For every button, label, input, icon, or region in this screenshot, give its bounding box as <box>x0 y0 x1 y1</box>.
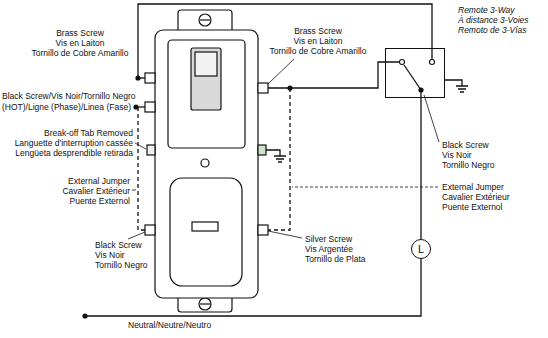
ground-symbol <box>274 156 286 162</box>
center-screw <box>201 159 209 167</box>
external-jumper <box>138 107 145 230</box>
remote-switch-box: Remote 3-WayÀ distance 3-VoiesRemoto de … <box>385 48 445 98</box>
receptacle-face <box>170 178 242 286</box>
callout-label: Tornillo Negro <box>95 260 147 270</box>
mount-screw <box>199 14 211 26</box>
dot <box>82 313 87 318</box>
break-off-tab <box>147 145 155 155</box>
callout-label: Vis en Laiton <box>294 36 343 46</box>
dot <box>135 75 140 80</box>
callout-label: Languette d'interruption cassée <box>15 138 133 148</box>
terminal-ground <box>258 145 266 155</box>
leader <box>268 59 294 84</box>
callout-label: External Jumper <box>68 176 130 186</box>
callout-label: Black Screw <box>442 140 489 150</box>
dot <box>133 104 138 109</box>
screw-slot <box>200 303 210 304</box>
terminal-silver <box>258 225 268 235</box>
device <box>145 10 268 312</box>
switch-blade <box>404 65 421 90</box>
screw-slot <box>200 19 210 20</box>
leader <box>424 95 439 142</box>
leader <box>128 232 145 239</box>
dot <box>418 87 423 92</box>
switch-heading: Remote 3-Way <box>458 5 515 15</box>
wires <box>85 4 468 316</box>
lamp-symbol: L <box>411 239 431 259</box>
terminal-black <box>145 102 155 112</box>
switch-face <box>168 40 245 148</box>
toggle <box>191 48 221 110</box>
lamp-letter: L <box>418 243 424 255</box>
callout-label: Vis en Laiton <box>56 38 105 48</box>
ground-wire <box>266 150 280 156</box>
callout-label: Vis Noir <box>95 250 125 260</box>
callout-label: External Jumper <box>442 182 504 192</box>
contacts <box>400 60 435 65</box>
callout-label: Brass Screw <box>294 26 342 36</box>
ground-symbol <box>456 86 468 92</box>
callout-label: Tornillo de Cobre Amarillo <box>32 48 129 58</box>
switch-heading: Remoto de 3-Vías <box>458 25 527 35</box>
callout-label: Silver Screw <box>305 234 352 244</box>
callout-label: (HOT)/Ligne (Phase)/Linea (Fase) <box>2 102 131 112</box>
traveler-wire <box>138 4 432 78</box>
callout-label: Lengüeta desprendible retirada <box>15 148 133 158</box>
receptacle-slot <box>192 222 218 231</box>
dot <box>287 85 292 90</box>
callout-label: Neutral/Neutre/Neutro <box>128 320 211 330</box>
mount-screw <box>199 298 211 310</box>
junction-dots <box>82 75 423 318</box>
leader <box>268 231 302 238</box>
callout-label: Black Screw/Vis Noir/Tornillo Negro <box>2 91 136 101</box>
contact <box>430 60 435 65</box>
leader-lines <box>128 59 439 239</box>
terminal-brass <box>145 73 155 83</box>
external-jumper <box>268 88 290 230</box>
toggle-top <box>195 52 217 76</box>
callout-label: Tornillo Negro <box>442 160 494 170</box>
callout-label: Cavalier Extérieur <box>442 192 510 202</box>
callout-label: Tornillo de Cobre Amarillo <box>270 46 367 56</box>
contact <box>400 60 405 65</box>
traveler-wire <box>268 62 400 88</box>
callout-label: Tornillo de Plata <box>305 254 365 264</box>
neutral-wire <box>85 259 421 316</box>
leader <box>135 143 146 149</box>
callout-label: Break-off Tab Removed <box>44 128 133 138</box>
callout-label: Black Screw <box>95 240 142 250</box>
leader <box>132 190 136 191</box>
switch-heading: À distance 3-Voies <box>458 15 529 25</box>
callout-label: Vis Noir <box>442 150 472 160</box>
callout-label: Brass Screw <box>56 28 104 38</box>
callout-label: Vis Argentée <box>305 244 353 254</box>
leader <box>292 187 438 188</box>
device-body <box>155 30 258 298</box>
ground-wire <box>445 80 462 86</box>
terminal-black <box>145 225 155 235</box>
terminal-brass <box>258 83 268 93</box>
callout-label: Puente Externol <box>70 196 130 206</box>
callout-label: Cavalier Extérieur <box>62 186 130 196</box>
lamp-wire <box>420 98 421 239</box>
callout-label: Puente Externol <box>442 202 502 212</box>
